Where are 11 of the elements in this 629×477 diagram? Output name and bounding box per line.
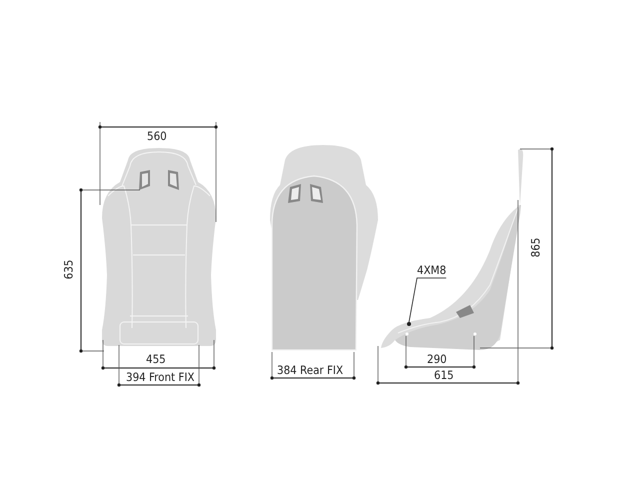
dimension-label: 635	[62, 260, 76, 280]
dimension-label: 384 Rear FIX	[277, 364, 344, 377]
dimension-label: 455	[146, 353, 166, 366]
dimension-label: 290	[427, 353, 447, 366]
mounting-point	[407, 322, 411, 326]
leader-line	[408, 278, 447, 322]
dimension-label: 560	[147, 130, 167, 143]
dimension-label: 394 Front FIX	[126, 371, 194, 384]
dimension-label: 615	[434, 369, 454, 382]
dimension-label: 865	[529, 238, 542, 258]
callout-label: 4XM8	[417, 264, 446, 277]
